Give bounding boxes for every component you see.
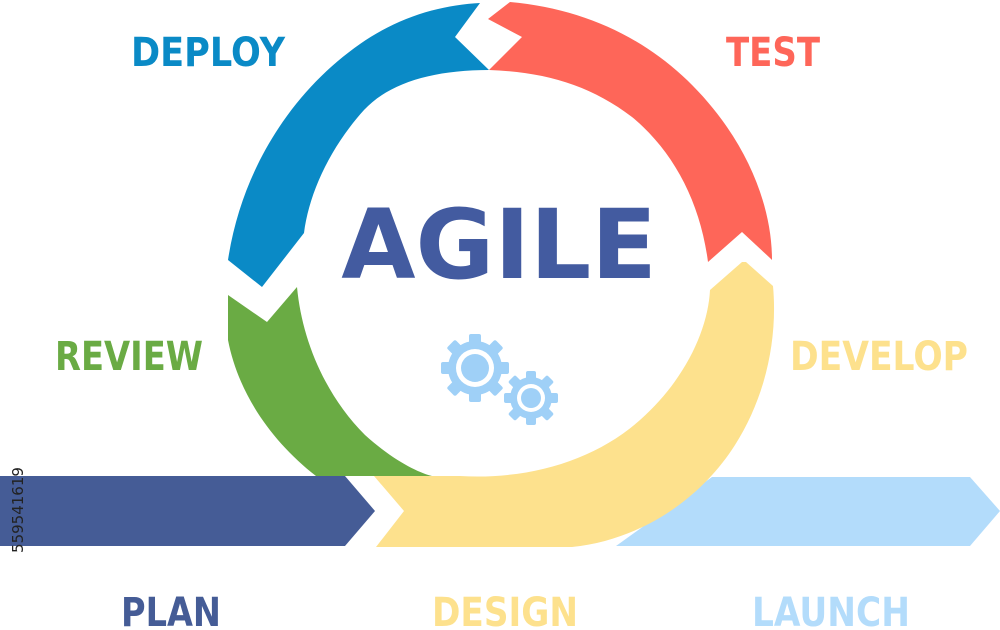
review-label: REVIEW xyxy=(55,334,203,380)
side-id-text: 559541619 xyxy=(8,400,28,620)
develop-design-arc xyxy=(374,262,775,547)
title-text: AGILE xyxy=(341,189,657,301)
launch-arrow xyxy=(616,477,1000,546)
launch-label: LAUNCH xyxy=(752,590,910,630)
review-arc xyxy=(228,287,432,476)
test-label: TEST xyxy=(726,30,821,76)
plan-label: PLAN xyxy=(121,590,221,630)
deploy-label: DEPLOY xyxy=(131,30,286,76)
deploy-arc xyxy=(228,3,489,287)
plan-arrow xyxy=(0,476,375,546)
test-arc xyxy=(488,2,772,262)
design-label: DESIGN xyxy=(432,590,578,630)
develop-label: DEVELOP xyxy=(790,334,968,380)
gears-icon xyxy=(441,334,558,425)
side-id-value: 559541619 xyxy=(9,467,27,553)
